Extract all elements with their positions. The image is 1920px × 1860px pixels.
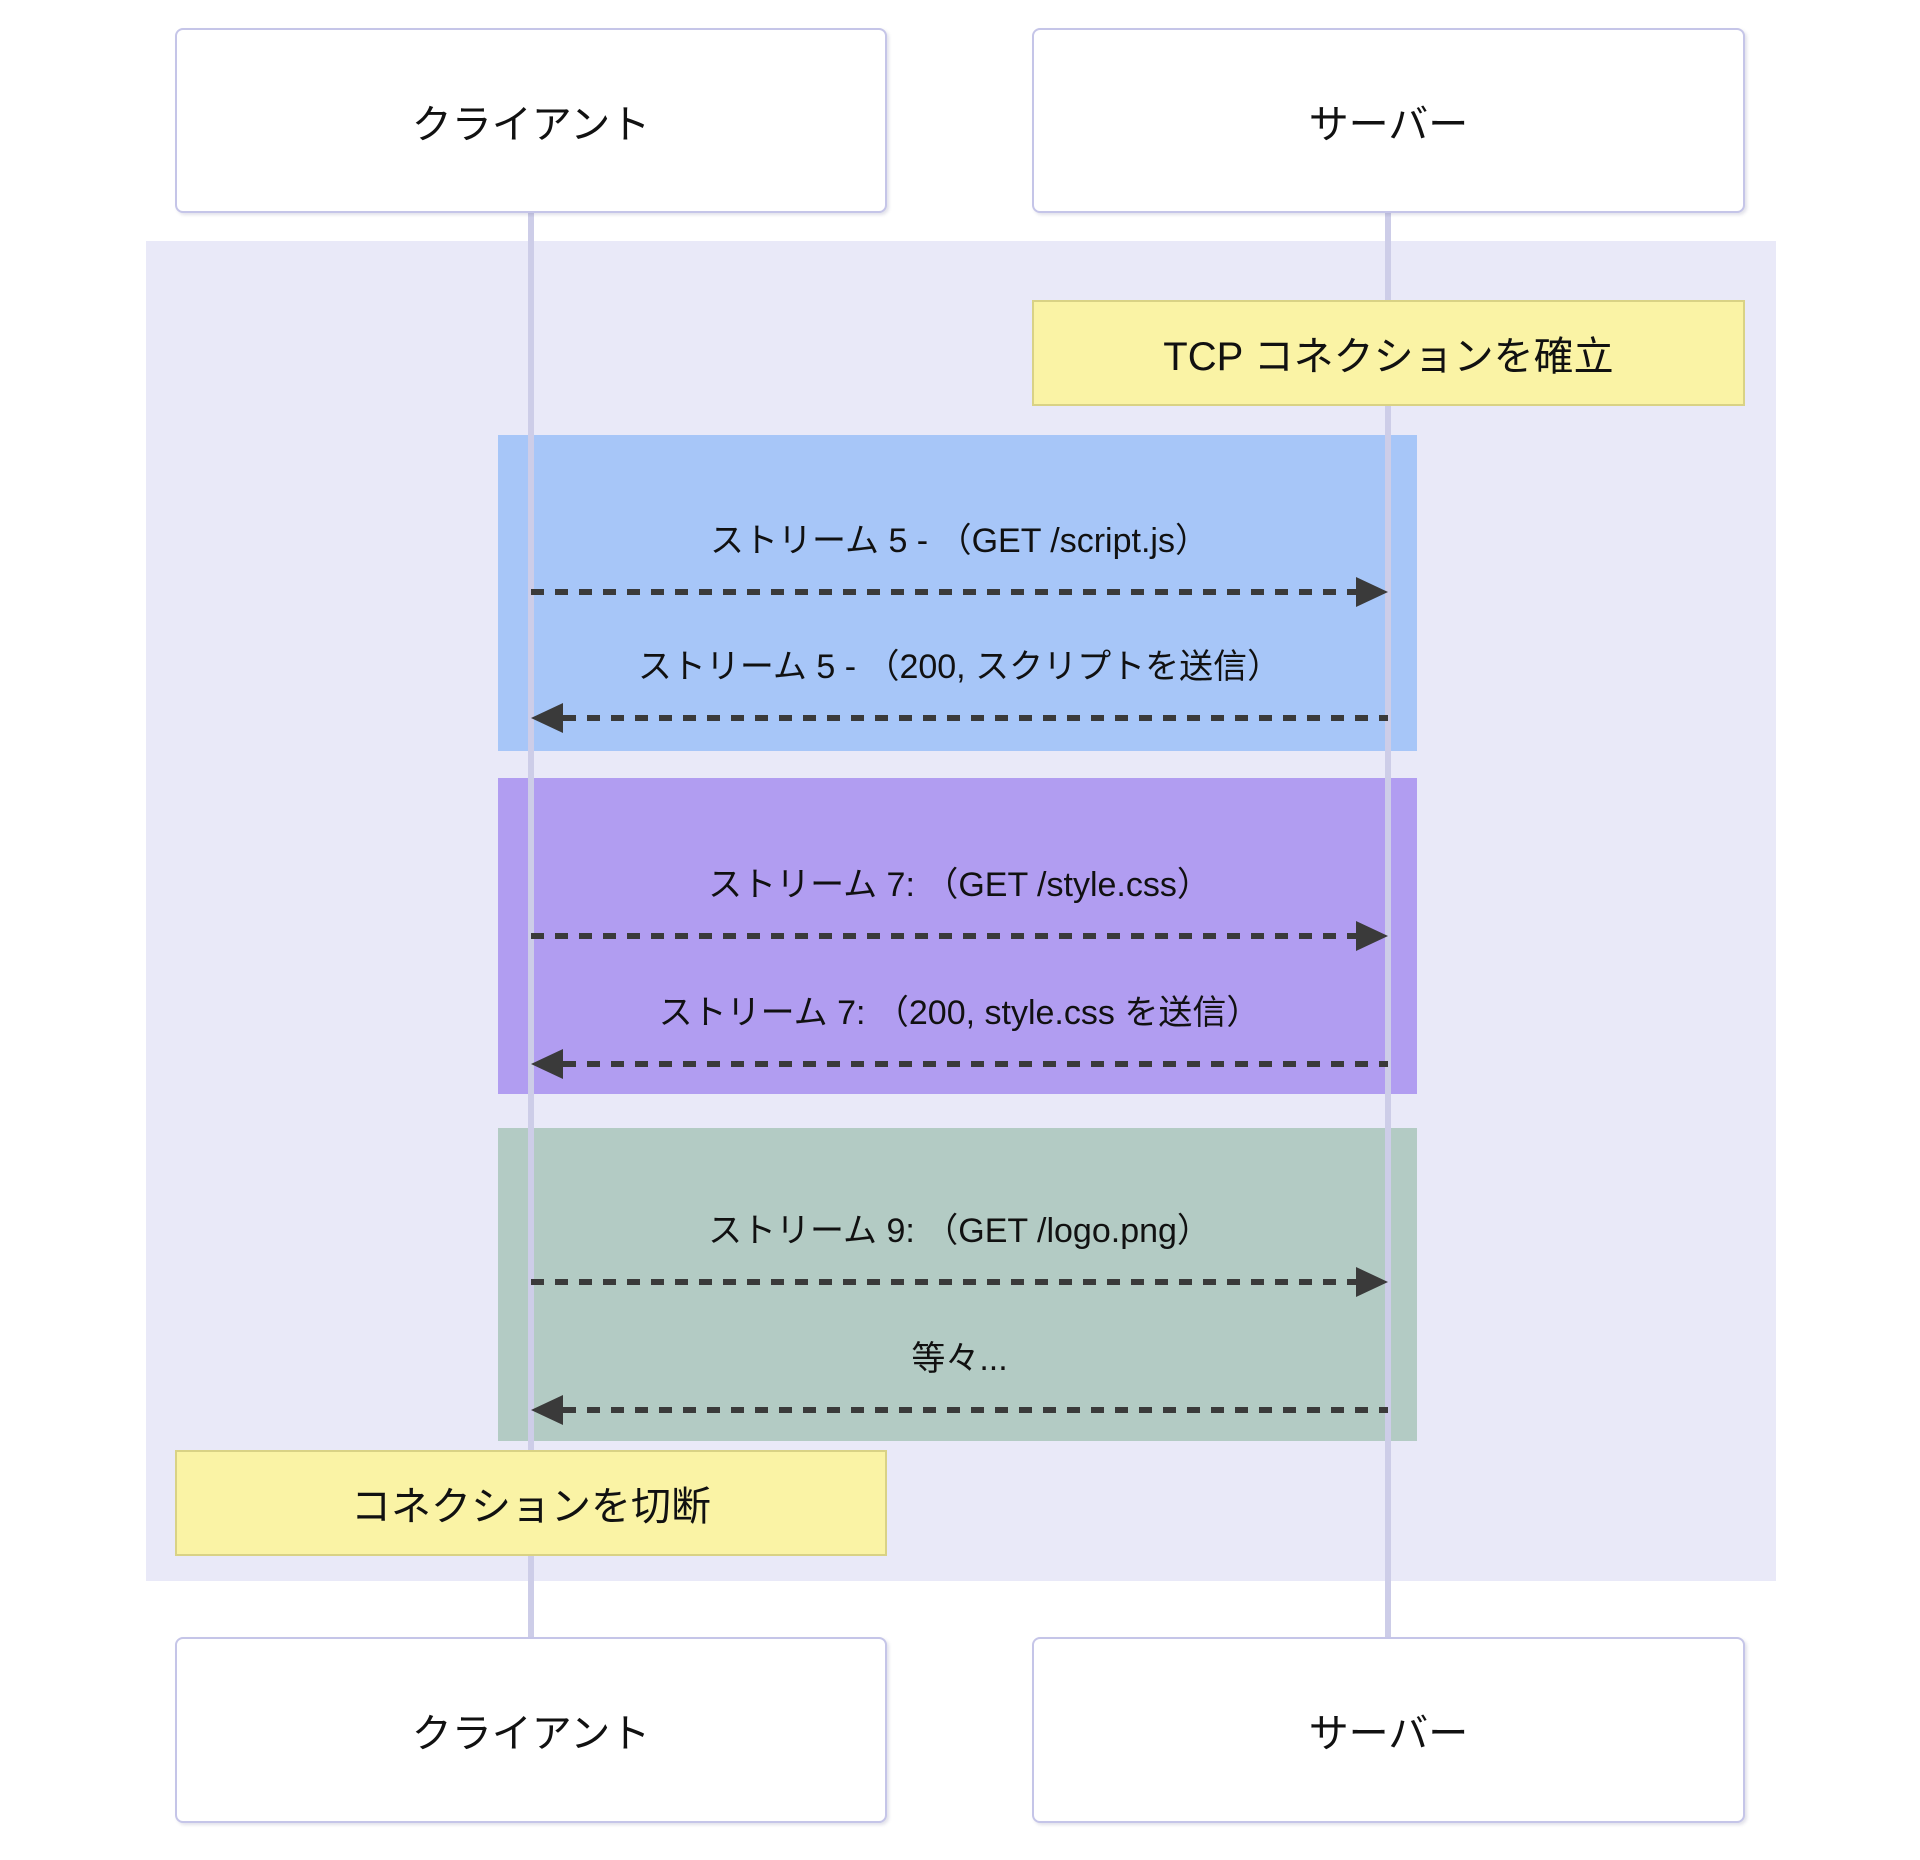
message-label-stream9-request: ストリーム 9: （GET /logo.png） xyxy=(708,1212,1211,1250)
message-label-stream5-response: ストリーム 5 - （200, スクリプトを送信） xyxy=(637,648,1282,686)
message-arrow-stream7-response xyxy=(531,1049,1388,1079)
message-arrow-stream5-request xyxy=(531,577,1388,607)
note-tcp-establish: TCP コネクションを確立 xyxy=(1032,300,1745,406)
message-label-stream9-response: 等々... xyxy=(911,1340,1008,1378)
server-actor-box-top: サーバー xyxy=(1032,28,1745,213)
client-lifeline xyxy=(528,213,534,1637)
client-actor-box-bottom: クライアント xyxy=(175,1637,887,1823)
arrowhead-right-icon xyxy=(1356,577,1388,607)
arrowhead-left-icon xyxy=(531,1395,563,1425)
server-actor-label: サーバー xyxy=(1308,102,1469,147)
server-actor-box-bottom: サーバー xyxy=(1032,1637,1745,1823)
message-arrow-stream9-request xyxy=(531,1267,1388,1297)
message-label-stream7-response: ストリーム 7: （200, style.css を送信） xyxy=(658,994,1261,1032)
message-arrow-stream7-request xyxy=(531,921,1388,951)
note-disconnect: コネクションを切断 xyxy=(175,1450,887,1556)
client-actor-label: クライアント xyxy=(411,1712,651,1756)
arrowhead-right-icon xyxy=(1356,921,1388,951)
message-arrow-stream5-response xyxy=(531,703,1388,733)
dashed-line xyxy=(531,589,1356,595)
dashed-line xyxy=(531,1279,1356,1285)
dashed-line xyxy=(563,1061,1388,1067)
message-arrow-stream9-response xyxy=(531,1395,1388,1425)
client-actor-label: クライアント xyxy=(411,102,651,147)
arrowhead-left-icon xyxy=(531,703,563,733)
message-label-stream5-request: ストリーム 5 - （GET /script.js） xyxy=(710,522,1209,560)
dashed-line xyxy=(563,715,1388,721)
server-lifeline xyxy=(1385,213,1391,1637)
arrowhead-right-icon xyxy=(1356,1267,1388,1297)
note-tcp-establish-label: TCP コネクションを確立 xyxy=(1163,335,1614,379)
dashed-line xyxy=(531,933,1356,939)
arrowhead-left-icon xyxy=(531,1049,563,1079)
message-label-stream7-request: ストリーム 7: （GET /style.css） xyxy=(708,866,1211,904)
dashed-line xyxy=(563,1407,1388,1413)
note-disconnect-label: コネクションを切断 xyxy=(351,1485,711,1529)
server-actor-label: サーバー xyxy=(1308,1712,1469,1756)
client-actor-box-top: クライアント xyxy=(175,28,887,213)
